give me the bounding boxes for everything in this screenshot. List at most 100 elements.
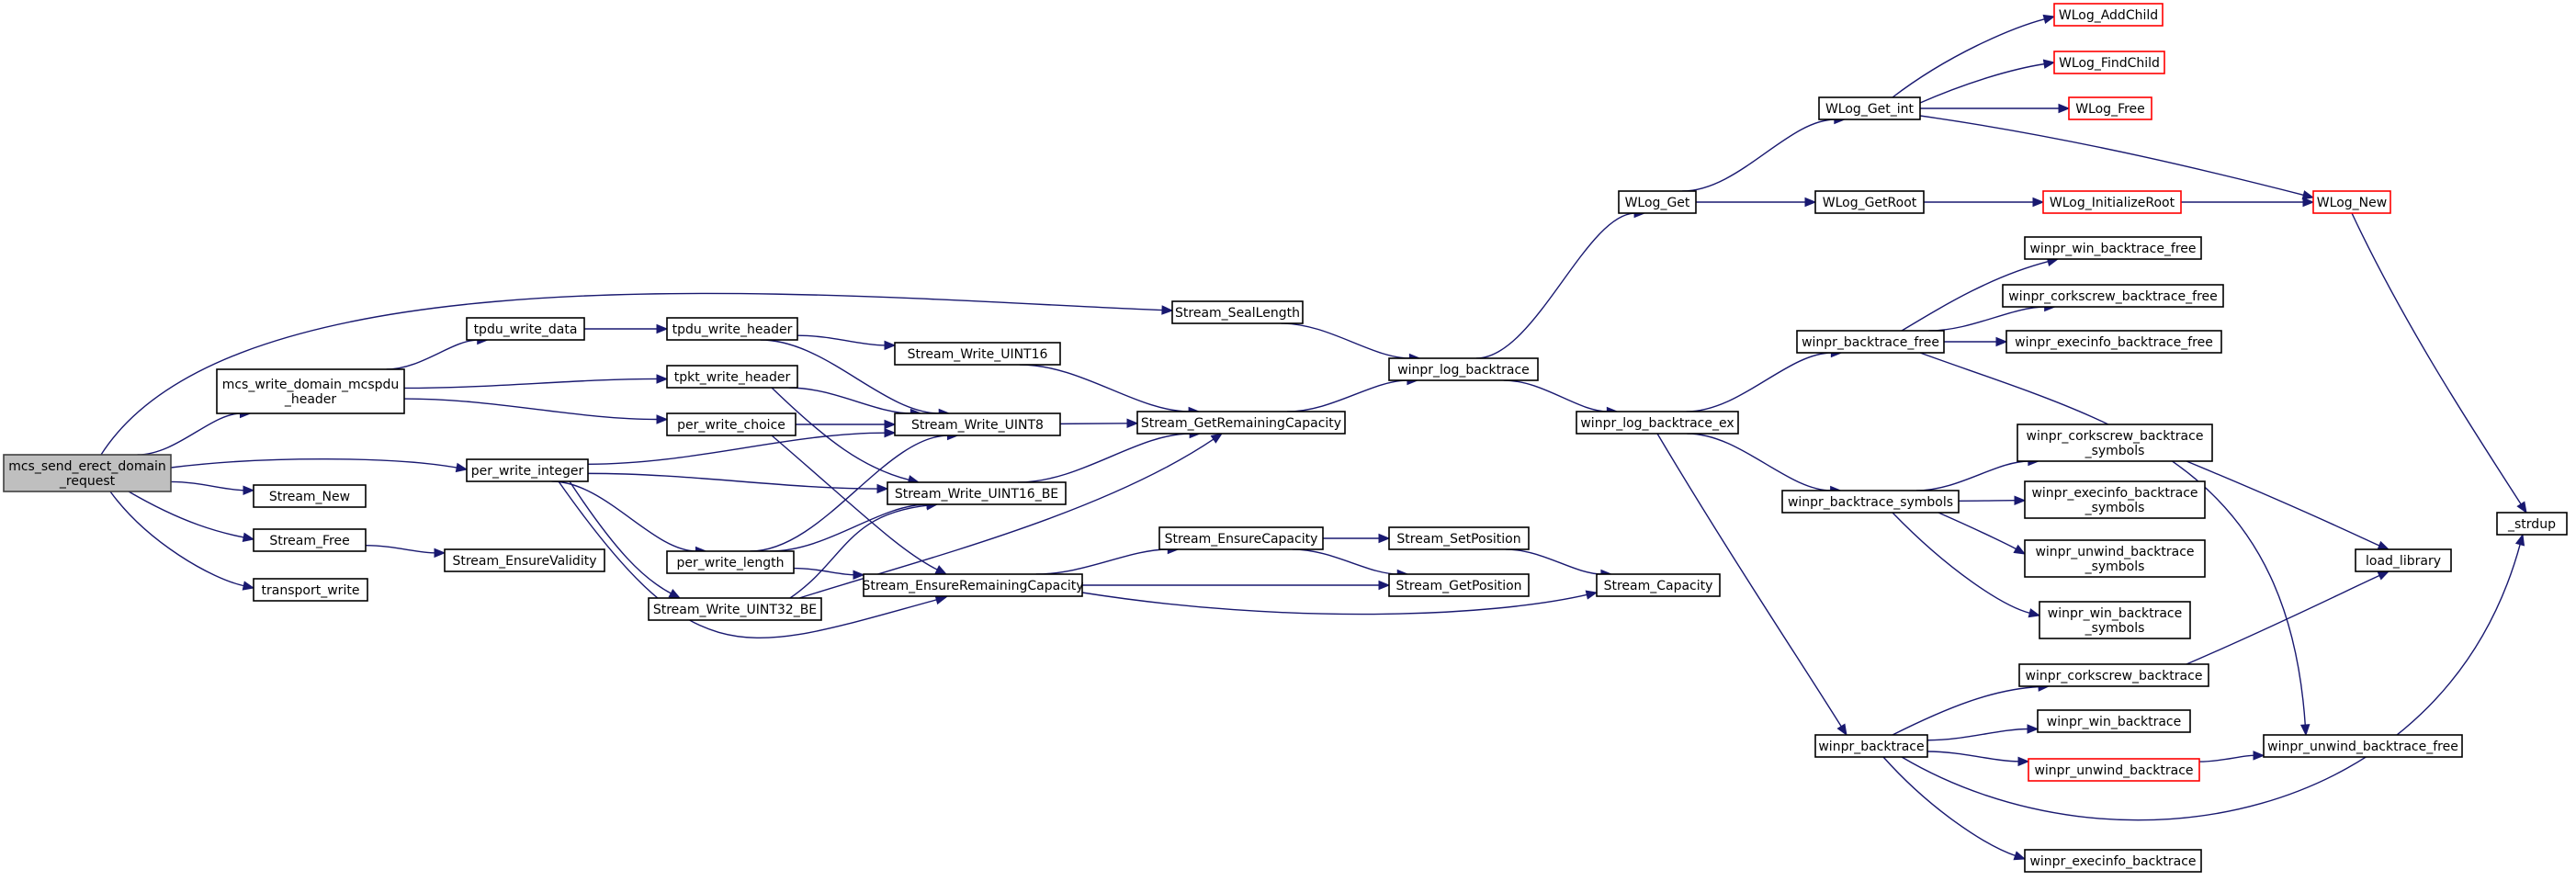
- graph-node-exec-bt-sym[interactable]: winpr_execinfo_backtrace_symbols: [2024, 480, 2206, 519]
- edge-arrowhead: [455, 462, 469, 473]
- graph-node-unwind-bt[interactable]: winpr_unwind_backtrace: [2028, 758, 2200, 782]
- graph-node-exec-bt-free[interactable]: winpr_execinfo_backtrace_free: [2005, 330, 2222, 354]
- edge-arrowhead: [1378, 533, 1391, 544]
- graph-node-tpkt-write-header[interactable]: tpkt_write_header: [666, 365, 798, 389]
- graph-node-wlog-new[interactable]: WLog_New: [2312, 190, 2391, 214]
- graph-node-backtrace[interactable]: winpr_backtrace: [1814, 734, 1928, 758]
- node-box: [3, 454, 172, 492]
- edge-arrowhead: [1585, 590, 1599, 600]
- graph-node-mcs-write[interactable]: mcs_write_domain_mcspdu_header: [216, 368, 405, 414]
- node-label: Stream_Capacity: [1604, 579, 1713, 593]
- node-label: mcs_write_domain_mcspdu: [222, 378, 400, 392]
- graph-node-cork-bt-sym[interactable]: winpr_corkscrew_backtrace_symbols: [2017, 424, 2213, 462]
- graph-node-per-write-integer[interactable]: per_write_integer: [466, 458, 589, 482]
- edge-arrowhead: [934, 565, 948, 575]
- graph-node-per-write-choice[interactable]: per_write_choice: [666, 412, 797, 436]
- node-label: Stream_Write_UINT16_BE: [895, 487, 1058, 502]
- node-box: [466, 317, 585, 341]
- node-box: [1158, 526, 1324, 550]
- graph-node-capacity[interactable]: Stream_Capacity: [1596, 573, 1721, 597]
- graph-node-write-uint8[interactable]: Stream_Write_UINT8: [894, 412, 1061, 436]
- graph-node-bt-free[interactable]: winpr_backtrace_free: [1796, 330, 1945, 354]
- graph-node-bt-symbols[interactable]: winpr_backtrace_symbols: [1781, 490, 1960, 514]
- edge-line: [789, 504, 929, 599]
- node-box: [666, 550, 795, 574]
- graph-node-ensure-capacity[interactable]: Stream_EnsureCapacity: [1158, 526, 1324, 550]
- edge-arrowhead: [884, 340, 897, 351]
- graph-node-unwind-bt-free[interactable]: winpr_unwind_backtrace_free: [2263, 734, 2463, 758]
- edge-line: [1686, 352, 1833, 412]
- node-label: _header: [284, 392, 337, 407]
- node-box: [1814, 190, 1925, 214]
- graph-node-stream-free[interactable]: Stream_Free: [253, 528, 367, 552]
- graph-node-per-write-length[interactable]: per_write_length: [666, 550, 795, 574]
- graph-node-log-backtrace[interactable]: winpr_log_backtrace: [1388, 357, 1539, 381]
- graph-node-write-uint16-be[interactable]: Stream_Write_UINT16_BE: [887, 481, 1067, 505]
- graph-node-set-position[interactable]: Stream_SetPosition: [1388, 526, 1530, 550]
- graph-node-unwind-bt-sym[interactable]: winpr_unwind_backtrace_symbols: [2024, 539, 2206, 578]
- node-box: [1796, 330, 1945, 354]
- node-box: [1388, 573, 1530, 597]
- graph-node-ensure-remaining[interactable]: Stream_EnsureRemainingCapacity: [862, 573, 1084, 597]
- edge-ensure_remaining-to-get_position: [1082, 580, 1391, 591]
- edge-line: [109, 491, 245, 587]
- graph-node-wlog-get-int[interactable]: WLog_Get_int: [1818, 96, 1921, 120]
- graph-node-stream-ensure-validity[interactable]: Stream_EnsureValidity: [444, 548, 605, 572]
- node-label: winpr_win_backtrace: [2047, 715, 2181, 729]
- graph-node-mcs-send[interactable]: mcs_send_erect_domain_request: [3, 454, 172, 492]
- node-label: winpr_win_backtrace_free: [2029, 242, 2196, 256]
- graph-node-wlog-initroot[interactable]: WLog_InitializeRoot: [2042, 190, 2182, 214]
- node-box: [216, 368, 405, 414]
- node-label: transport_write: [262, 583, 360, 598]
- node-label: WLog_Get: [1625, 196, 1690, 210]
- edge-write_uint8-to-get_remaining: [1059, 418, 1139, 429]
- graph-node-log-backtrace-ex[interactable]: winpr_log_backtrace_ex: [1576, 411, 1739, 435]
- graph-node-load-library[interactable]: load_library: [2355, 548, 2452, 572]
- node-box: [1618, 190, 1697, 214]
- node-box: [253, 484, 367, 508]
- graph-node-tpdu-write-header[interactable]: tpdu_write_header: [666, 317, 798, 341]
- node-box: [2024, 480, 2206, 519]
- node-box: [2068, 96, 2152, 120]
- node-label: Stream_Free: [269, 534, 349, 548]
- graph-node-wlog-free[interactable]: WLog_Free: [2068, 96, 2152, 120]
- graph-node-write-uint32-be[interactable]: Stream_Write_UINT32_BE: [648, 597, 822, 621]
- graph-node-win-bt[interactable]: winpr_win_backtrace: [2037, 709, 2191, 733]
- graph-node-win-bt-free[interactable]: winpr_win_backtrace_free: [2024, 236, 2202, 260]
- edge-cork_bt_sym-to-load_library: [2186, 460, 2390, 550]
- node-box: [1576, 411, 1739, 435]
- graph-node-tpdu-write-data[interactable]: tpdu_write_data: [466, 317, 585, 341]
- edge-line: [1901, 543, 2522, 821]
- edge-line: [1892, 512, 2031, 615]
- node-box: [1171, 300, 1304, 324]
- node-label: per_write_integer: [471, 464, 584, 479]
- edge-line: [1017, 433, 1192, 483]
- graph-node-get-position[interactable]: Stream_GetPosition: [1388, 573, 1530, 597]
- graph-node-win-bt-sym[interactable]: winpr_win_backtrace_symbols: [2039, 601, 2191, 639]
- graph-node-wlog-findchild[interactable]: WLog_FindChild: [2053, 51, 2165, 74]
- edge-line: [1019, 364, 1191, 412]
- node-label: winpr_corkscrew_backtrace: [2027, 429, 2204, 444]
- edge-bt_symbols-to-unwind_bt_sym: [1938, 512, 2027, 555]
- node-label: winpr_win_backtrace: [2048, 606, 2182, 621]
- graph-node-stream-new[interactable]: Stream_New: [253, 484, 367, 508]
- graph-node-write-uint16[interactable]: Stream_Write_UINT16: [894, 342, 1061, 366]
- edge-line: [386, 339, 479, 370]
- graph-node-wlog-getroot[interactable]: WLog_GetRoot: [1814, 190, 1925, 214]
- edge-line: [2198, 754, 2255, 762]
- edge-wlog_get_int-to-wlog_findchild: [1919, 59, 2056, 104]
- graph-node-wlog-get[interactable]: WLog_Get: [1618, 190, 1697, 214]
- edge-arrowhead: [876, 483, 889, 494]
- graph-node-transport-write[interactable]: transport_write: [253, 578, 368, 602]
- graph-node-get-remaining[interactable]: Stream_GetRemainingCapacity: [1136, 411, 1346, 435]
- graph-node-seal-length[interactable]: Stream_SealLength: [1171, 300, 1304, 324]
- graph-node-cork-bt[interactable]: winpr_corkscrew_backtrace: [2018, 663, 2209, 687]
- edge-arrowhead: [656, 323, 669, 334]
- node-box: [2002, 284, 2224, 308]
- graph-node-cork-bt-free[interactable]: winpr_corkscrew_backtrace_free: [2002, 284, 2224, 308]
- graph-node-wlog-addchild[interactable]: WLog_AddChild: [2053, 3, 2164, 27]
- edge-cork_bt-to-load_library: [2186, 570, 2390, 665]
- graph-node-exec-bt[interactable]: winpr_execinfo_backtrace: [2024, 849, 2202, 873]
- graph-node-strdup[interactable]: _strdup: [2496, 512, 2568, 536]
- edge-line: [2186, 574, 2381, 665]
